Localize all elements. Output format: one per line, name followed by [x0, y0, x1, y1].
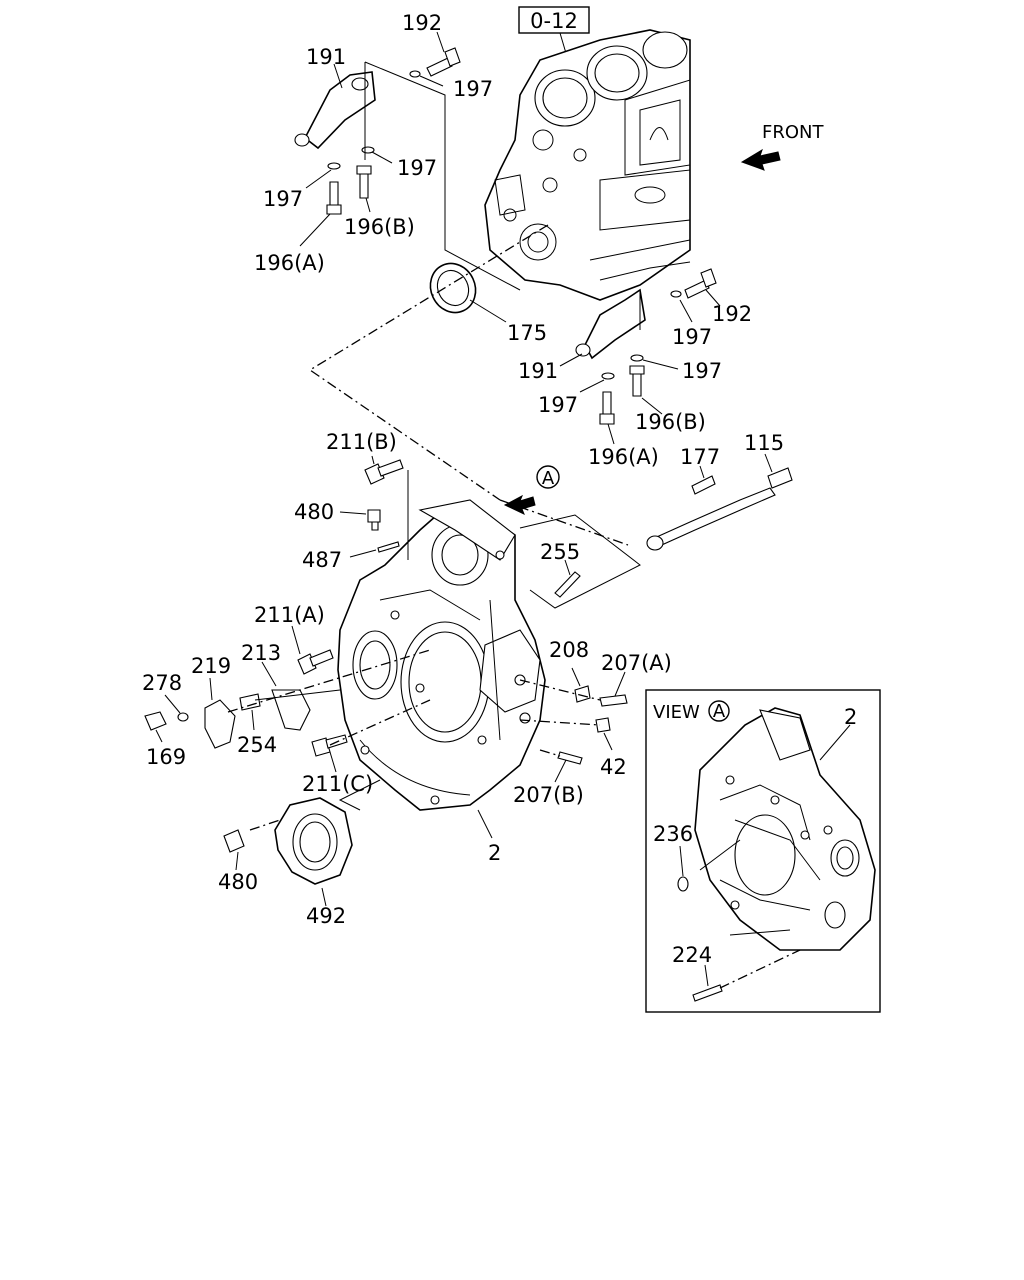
- part-labels: 192 191 197 197 197 196(B) 196(A) 175 19…: [142, 11, 857, 967]
- label-196a-top: 196(A): [254, 251, 325, 275]
- view-a-marker-label: A: [542, 468, 555, 489]
- front-label: FRONT: [762, 122, 824, 143]
- label-211b: 211(B): [326, 430, 397, 454]
- label-175: 175: [507, 321, 547, 345]
- label-487: 487: [302, 548, 342, 572]
- label-192-right: 192: [712, 302, 752, 326]
- label-177: 177: [680, 445, 720, 469]
- label-196a-right: 196(A): [588, 445, 659, 469]
- label-169: 169: [146, 745, 186, 769]
- label-207b: 207(B): [513, 783, 584, 807]
- view-a-panel-marker: A: [713, 701, 726, 722]
- label-197-f: 197: [538, 393, 578, 417]
- label-208: 208: [549, 638, 589, 662]
- label-254: 254: [237, 733, 277, 757]
- label-213: 213: [241, 641, 281, 665]
- label-197-d: 197: [672, 325, 712, 349]
- view-a-panel: VIEW A: [645, 689, 881, 1013]
- label-2-main: 2: [488, 841, 501, 865]
- label-197-c: 197: [263, 187, 303, 211]
- label-219: 219: [191, 654, 231, 678]
- view-a-title: VIEW: [653, 702, 700, 723]
- engine-block: [484, 29, 691, 301]
- label-207a: 207(A): [601, 651, 672, 675]
- label-2-view: 2: [844, 705, 857, 729]
- sensor-group: [646, 453, 793, 551]
- view-a-marker: A: [503, 465, 560, 515]
- label-236: 236: [653, 822, 693, 846]
- label-191-top: 191: [306, 45, 346, 69]
- label-196b-right: 196(B): [635, 410, 706, 434]
- bracket-group-right: [559, 268, 721, 445]
- rear-seal-retainer: [223, 797, 353, 907]
- label-480-bottom: 480: [218, 870, 258, 894]
- label-211a: 211(A): [254, 603, 325, 627]
- label-115: 115: [744, 431, 784, 455]
- label-196b-top: 196(B): [344, 215, 415, 239]
- front-arrow-icon: [740, 148, 781, 171]
- label-191-right: 191: [518, 359, 558, 383]
- view-a-arrow-icon: [503, 494, 536, 515]
- label-492: 492: [306, 904, 346, 928]
- front-indicator: FRONT: [740, 122, 824, 171]
- label-197-a: 197: [453, 77, 493, 101]
- bracket-group-top: [294, 31, 521, 323]
- label-278: 278: [142, 671, 182, 695]
- label-224: 224: [672, 943, 712, 967]
- reference-box-label: 0-12: [530, 9, 578, 33]
- label-197-b: 197: [397, 156, 437, 180]
- label-480-top: 480: [294, 500, 334, 524]
- label-197-e: 197: [682, 359, 722, 383]
- label-42: 42: [600, 755, 627, 779]
- label-192-top: 192: [402, 11, 442, 35]
- housing-fasteners: [144, 455, 628, 831]
- label-255: 255: [540, 540, 580, 564]
- label-211c: 211(C): [302, 772, 373, 796]
